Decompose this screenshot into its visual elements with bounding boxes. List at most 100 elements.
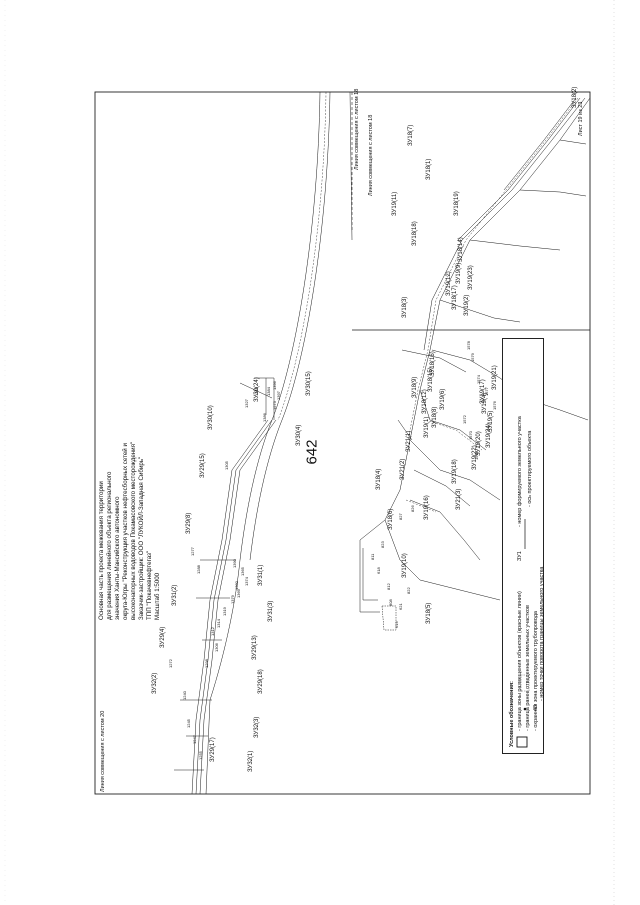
title-line: Масштаб 1:5000 — [154, 572, 161, 620]
title-block: Основная часть проекта межевания террито… — [98, 442, 162, 620]
point-label: 1255 — [198, 751, 203, 760]
legend-item: - номер точки поворота границы земельног… — [539, 566, 545, 701]
point-label: 826 — [410, 505, 415, 512]
title-line: высоконапорных водоводов Покамасовского … — [130, 441, 137, 620]
match-line-label-top: Линия совмещения с листом 18 — [354, 88, 360, 170]
title-line: Основная часть проекта межевания террито… — [98, 481, 105, 620]
legend-item: - граница зоны размещения объектов (крас… — [517, 591, 523, 731]
point-label: 1272 — [168, 659, 173, 668]
zone-label: ЗУ21(3) — [456, 488, 462, 510]
point-label: 827 — [398, 513, 403, 520]
zone-label: ЗУ18(12) — [422, 389, 428, 414]
point-label: 1319 — [222, 607, 227, 616]
legend-item: - граница ранее отведенных земельных уча… — [525, 605, 531, 731]
zone-label: ЗУ21(2) — [400, 458, 406, 480]
zone-label: ЗУ19(10) — [402, 553, 408, 578]
zone-label: ЗУ29(17) — [210, 737, 216, 762]
zone-label: ЗУ18(17) — [452, 285, 458, 310]
point-label: 1386 — [262, 413, 267, 422]
protection-zones — [277, 91, 579, 513]
zone-label: ЗУ19(16) — [424, 495, 430, 520]
legend-zu-symbol: ЗУ1 — [517, 551, 523, 561]
point-label: 1247 — [192, 735, 197, 744]
legend: Условные обозначения: - граница зоны раз… — [502, 338, 545, 754]
upper-corridor — [174, 91, 353, 795]
point-label: 1384 — [266, 387, 271, 396]
match-line-label-bottom: Линия совмещения с листом 20 — [100, 710, 106, 792]
legend-point-symbol: 43 — [533, 704, 539, 711]
zone-label: ЗУ18(6) — [388, 508, 394, 530]
zone-label: ЗУ18(8) — [432, 406, 438, 428]
zone-label: ЗУ32(2) — [152, 672, 158, 694]
zone-label: ЗУ30(4) — [296, 424, 302, 446]
sheet-label: Лист 19 из 23 — [578, 101, 584, 136]
point-label: 1571 — [474, 451, 479, 460]
point-label: 1576 — [492, 401, 497, 410]
title-line: значения Ханты-Мансийского автономного — [114, 496, 121, 620]
zone-label: ЗУ19(23) — [468, 265, 474, 290]
legend-item: - ось проектируемого объекта — [527, 430, 533, 507]
legend-item: - номер формируемого земельного участка — [517, 416, 523, 527]
zone-label: ЗУ19(21) — [492, 365, 498, 390]
title-line: округа-Югры "Реконструкция участков нефт… — [122, 443, 129, 620]
legend-symbols — [516, 519, 530, 748]
zone-label: ЗУ29(18) — [258, 669, 264, 694]
zone-label: ЗУ30(10) — [208, 405, 214, 430]
zone-label: ЗУ29(15) — [200, 453, 206, 478]
point-label: 1298 — [204, 659, 209, 668]
point-label: 1352 — [254, 387, 259, 396]
zone-label: ЗУ19(18) — [452, 459, 458, 484]
zone-label: ЗУ19(2) — [464, 294, 470, 316]
zone-label: ЗУ18(4) — [376, 468, 382, 490]
point-label: 1245 — [186, 719, 191, 728]
point-label: 1570 — [468, 431, 473, 440]
point-label: 1327 — [244, 399, 249, 408]
point-label: 1379 — [230, 595, 235, 604]
legend-title: Условные обозначения: — [509, 681, 515, 747]
zone-label: ЗУ18(7) — [408, 124, 414, 146]
zone-label: ЗУ19(9) — [456, 262, 462, 284]
point-label: 1312 — [210, 627, 215, 636]
zone-label: ЗУ18(3) — [402, 296, 408, 318]
zone-label: ЗУ18(2) — [572, 86, 578, 108]
map-frame — [94, 91, 591, 795]
zone-label: ЗУ29(8) — [186, 512, 192, 534]
zone-label: ЗУ19(5) — [488, 410, 494, 432]
point-label: 1314 — [216, 619, 221, 628]
zone-label: ЗУ18(16) — [430, 351, 436, 376]
zone-label: ЗУ18(5) — [426, 602, 432, 624]
zone-label: ЗУ31(1) — [258, 564, 264, 586]
lower-network — [352, 97, 591, 631]
zone-label: ЗУ29(13) — [252, 635, 258, 660]
point-label: 1277 — [190, 547, 195, 556]
point-label: 1369 — [236, 589, 241, 598]
point-label: 621 — [398, 603, 403, 610]
point-label: 808 — [388, 599, 393, 606]
point-label: 1305 — [224, 461, 229, 470]
point-label: 1390 — [232, 559, 237, 568]
point-label: 619 — [394, 621, 399, 628]
title-line: Заказчик-застройщик: ООО "ЛУКОЙЛ-Западна… — [138, 456, 145, 620]
zone-label: ЗУ19(6) — [440, 388, 446, 410]
zone-label: ЗУ31(3) — [268, 600, 274, 622]
zone-label: ЗУ18(18) — [412, 221, 418, 246]
zone-label: ЗУ19(11) — [392, 191, 398, 216]
point-label: 1396 — [272, 381, 277, 390]
zone-label: ЗУ21(1) — [406, 430, 412, 452]
point-label: 1577 — [484, 387, 489, 396]
zone-label: ЗУ18(9) — [412, 376, 418, 398]
zone-label: ЗУ18(1) — [426, 158, 432, 180]
zone-label: ЗУ18(14) — [458, 237, 464, 262]
point-label: 822 — [406, 587, 411, 594]
zone-label: ЗУ32(3) — [254, 716, 260, 738]
zone-label: ЗУ19(1) — [424, 416, 430, 438]
point-label: 1573 — [272, 401, 277, 410]
point-label: 1579 — [470, 353, 475, 362]
point-label: 811 — [370, 553, 375, 560]
point-label: 618 — [376, 567, 381, 574]
zone-label: ЗУ32(1) — [248, 750, 254, 772]
point-label: 823 — [380, 541, 385, 548]
zone-label: ЗУ31(2) — [172, 584, 178, 606]
point-label: 1240 — [182, 691, 187, 700]
